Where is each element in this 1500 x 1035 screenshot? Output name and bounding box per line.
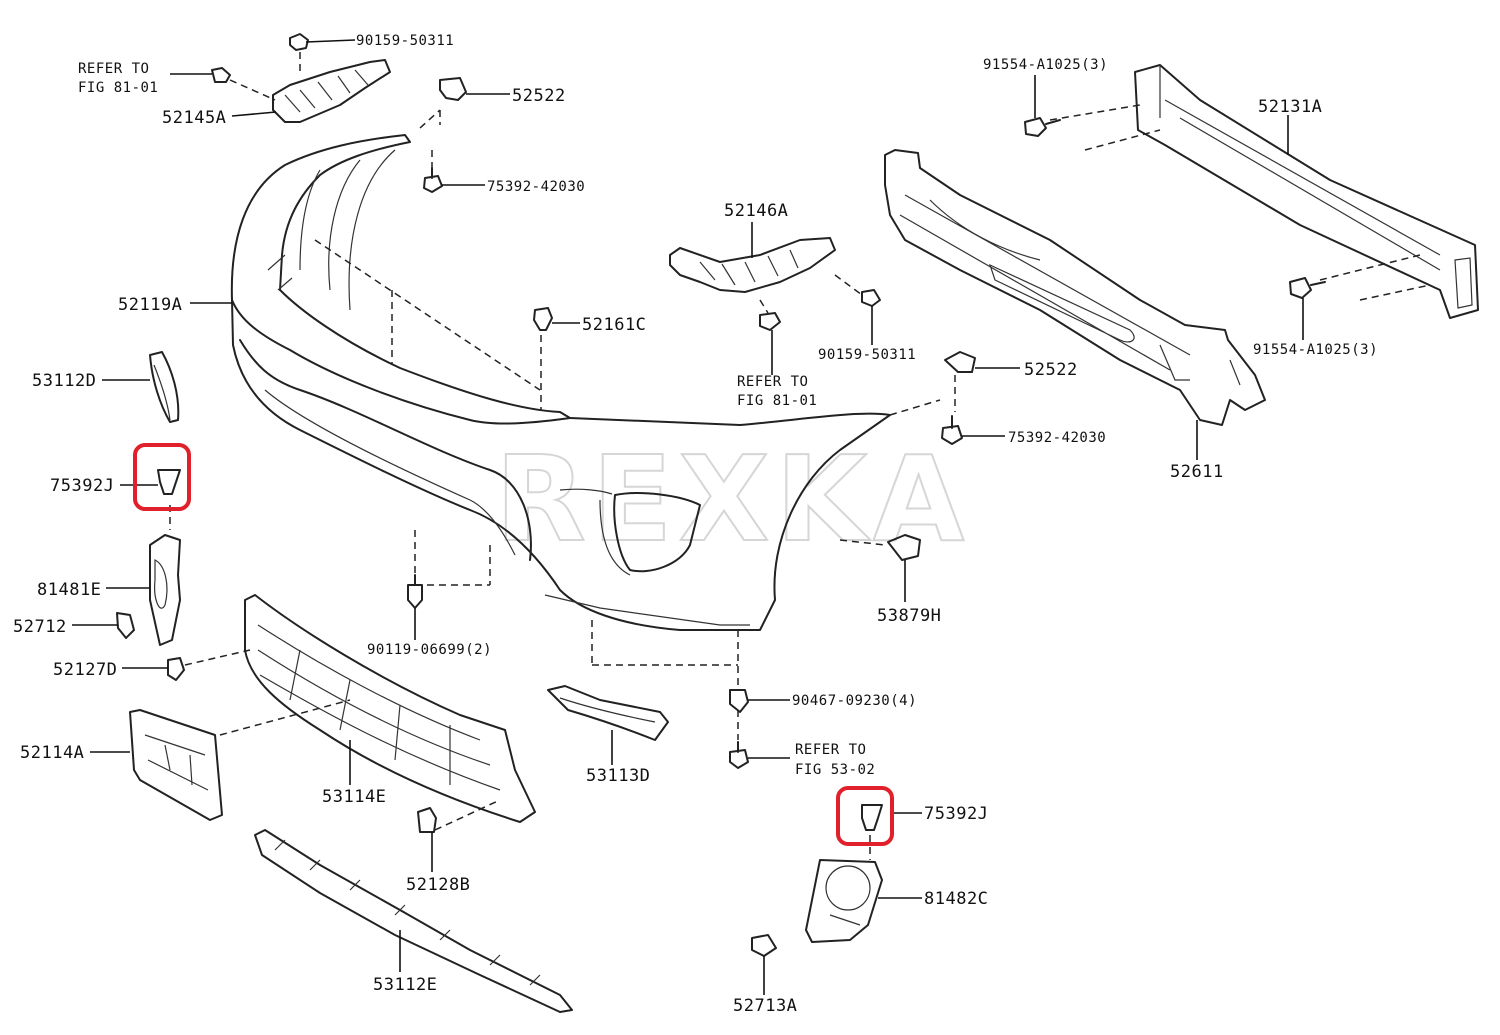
label-52713a: 52713A (733, 996, 797, 1016)
bolt-refer-81-01-top (170, 67, 276, 101)
label-91554-mid: 91554-A1025(3) (1253, 342, 1378, 358)
label-52145a: 52145A (162, 108, 226, 128)
clip-90467 (729, 689, 790, 713)
label-refer-81-01-mid-b: FIG 81-01 (737, 393, 817, 409)
label-52522-top: 52522 (512, 86, 566, 106)
clip-52161c (533, 307, 580, 331)
cap-52713a (751, 934, 777, 995)
label-refer-81-01-top-b: FIG 81-01 (78, 80, 158, 96)
label-53114e: 53114E (322, 787, 386, 807)
highlight-box-right (836, 786, 894, 846)
label-53879h: 53879H (877, 606, 941, 626)
cover-81482c (805, 859, 922, 943)
label-90159-50311-top: 90159-50311 (356, 33, 454, 49)
label-refer-81-01-mid-a: REFER TO (737, 374, 808, 390)
label-90467: 90467-09230(4) (792, 693, 917, 709)
bracket-52114a (90, 709, 223, 821)
clip-52522-mid (944, 351, 1020, 412)
label-75392-42030-top: 75392-42030 (487, 179, 585, 195)
cover-81481e (106, 534, 181, 646)
label-refer-53-02-a: REFER TO (795, 742, 866, 758)
cap-52128b (417, 807, 437, 872)
cap-52712 (72, 612, 135, 639)
bolt-refer-81-01-mid (759, 299, 781, 375)
label-52611: 52611 (1170, 462, 1224, 482)
label-52131a: 52131A (1258, 97, 1322, 117)
label-75392j-right: 75392J (924, 804, 988, 824)
dashed-attach-lines (169, 104, 1431, 860)
bumper-cover-52119a (230, 134, 891, 631)
label-75392j-left: 75392J (50, 476, 114, 496)
labels: REFER TO FIG 81-01 90159-50311 52145A 52… (13, 33, 1378, 1016)
bolt-90119 (407, 574, 423, 640)
label-75392-42030-mid: 75392-42030 (1008, 430, 1106, 446)
label-refer-81-01-top-a: REFER TO (78, 61, 149, 77)
reinforcement-52131a (1134, 64, 1479, 319)
label-52522-mid: 52522 (1024, 360, 1078, 380)
clip-52522-top (419, 77, 510, 129)
label-90119: 90119-06699(2) (367, 642, 492, 658)
label-52114a: 52114A (20, 743, 84, 763)
clip-75392j-left (120, 443, 191, 511)
screw-75392-42030-mid (941, 415, 1005, 445)
label-90159-50311-mid: 90159-50311 (818, 347, 916, 363)
label-52127d: 52127D (53, 660, 117, 680)
bolt-91554-mid (1289, 277, 1326, 340)
label-53113d: 53113D (586, 766, 650, 786)
screw-refer-53-02 (729, 741, 790, 769)
label-53112d: 53112D (32, 371, 96, 391)
label-52712: 52712 (13, 617, 67, 637)
highlight-box-left (133, 443, 191, 511)
spoiler-53112e (254, 829, 573, 1013)
bracket-52146a (669, 222, 836, 293)
label-81482c: 81482C (924, 889, 988, 909)
bolt-91554-top (1024, 75, 1061, 137)
label-refer-53-02-b: FIG 53-02 (795, 762, 875, 778)
cover-53112d (102, 351, 180, 423)
bolt-90159-mid (834, 274, 881, 345)
bolt-90159-top (289, 33, 356, 75)
cap-52127d (122, 657, 185, 681)
leader-52145a (231, 111, 277, 117)
label-53112e: 53112E (373, 975, 437, 995)
clip-75392j-right (836, 786, 922, 846)
label-81481e: 81481E (37, 580, 101, 600)
clip-53879h (887, 534, 921, 602)
bracket-52145a (272, 59, 391, 123)
watermark: REXKA (495, 430, 970, 568)
label-52146a: 52146A (724, 201, 788, 221)
screw-75392-42030-top (423, 150, 485, 193)
label-52161c: 52161C (582, 315, 646, 335)
cover-53113d (547, 685, 669, 765)
label-52119a: 52119A (118, 295, 182, 315)
label-91554-top: 91554-A1025(3) (983, 57, 1108, 73)
absorber-52611 (884, 149, 1266, 460)
grille-53114e (244, 594, 536, 823)
label-52128b: 52128B (406, 875, 470, 895)
